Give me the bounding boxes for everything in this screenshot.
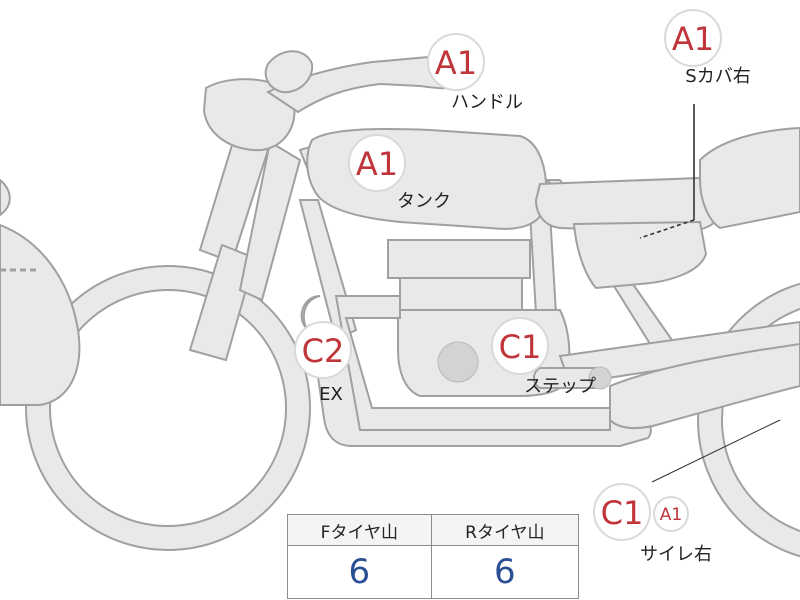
grade-handle: A1 — [435, 44, 477, 82]
part-label-exhaust: EX — [319, 384, 343, 405]
tire-tread-table: Fタイヤ山 Rタイヤ山 6 6 — [287, 514, 580, 599]
tire-table-header-row: Fタイヤ山 Rタイヤ山 — [287, 514, 580, 546]
front-tire-value: 6 — [287, 545, 432, 599]
badge-handle: A1 ハンドル — [427, 33, 523, 113]
tire-table-value-row: 6 6 — [287, 545, 580, 599]
grade-side-rail-right: C1 — [601, 494, 644, 532]
rear-tire-value: 6 — [430, 545, 580, 599]
grade-tank: A1 — [356, 145, 398, 183]
fuel-tank — [306, 128, 548, 230]
part-label-step: ステップ — [524, 376, 596, 397]
front-tire-header: Fタイヤ山 — [287, 514, 432, 546]
exhaust-pipes — [300, 295, 800, 447]
badge-exhaust: C2 EX — [294, 321, 352, 405]
grade-step: C1 — [499, 328, 542, 366]
rear-tire-header: Rタイヤ山 — [430, 514, 580, 546]
side-cover — [572, 220, 708, 290]
part-label-handle: ハンドル — [451, 92, 523, 113]
part-label-side-rail-right: サイレ右 — [640, 544, 712, 565]
badge-side-rail-right: C1 A1 サイレ右 — [593, 483, 712, 565]
headlight — [202, 78, 296, 152]
part-label-s-cover-right: Sカバ右 — [685, 66, 750, 87]
grade-s-cover-right: A1 — [672, 20, 714, 58]
front-lamp — [0, 178, 11, 217]
badge-s-cover-right: A1 Sカバ右 — [664, 9, 751, 87]
handlebar-clamp — [264, 50, 314, 94]
part-label-tank: タンク — [397, 191, 451, 212]
badge-tank: A1 タンク — [348, 134, 451, 212]
grade-exhaust: C2 — [302, 332, 345, 370]
secondary-grade-side-rail-right: A1 — [660, 505, 682, 525]
badge-step: C1 ステップ — [491, 317, 596, 397]
tail-cowl — [699, 126, 800, 230]
front-fender — [0, 223, 81, 406]
rear-wheel — [697, 282, 800, 558]
front-forks — [188, 130, 302, 362]
leader-line-side-rail — [651, 419, 781, 483]
